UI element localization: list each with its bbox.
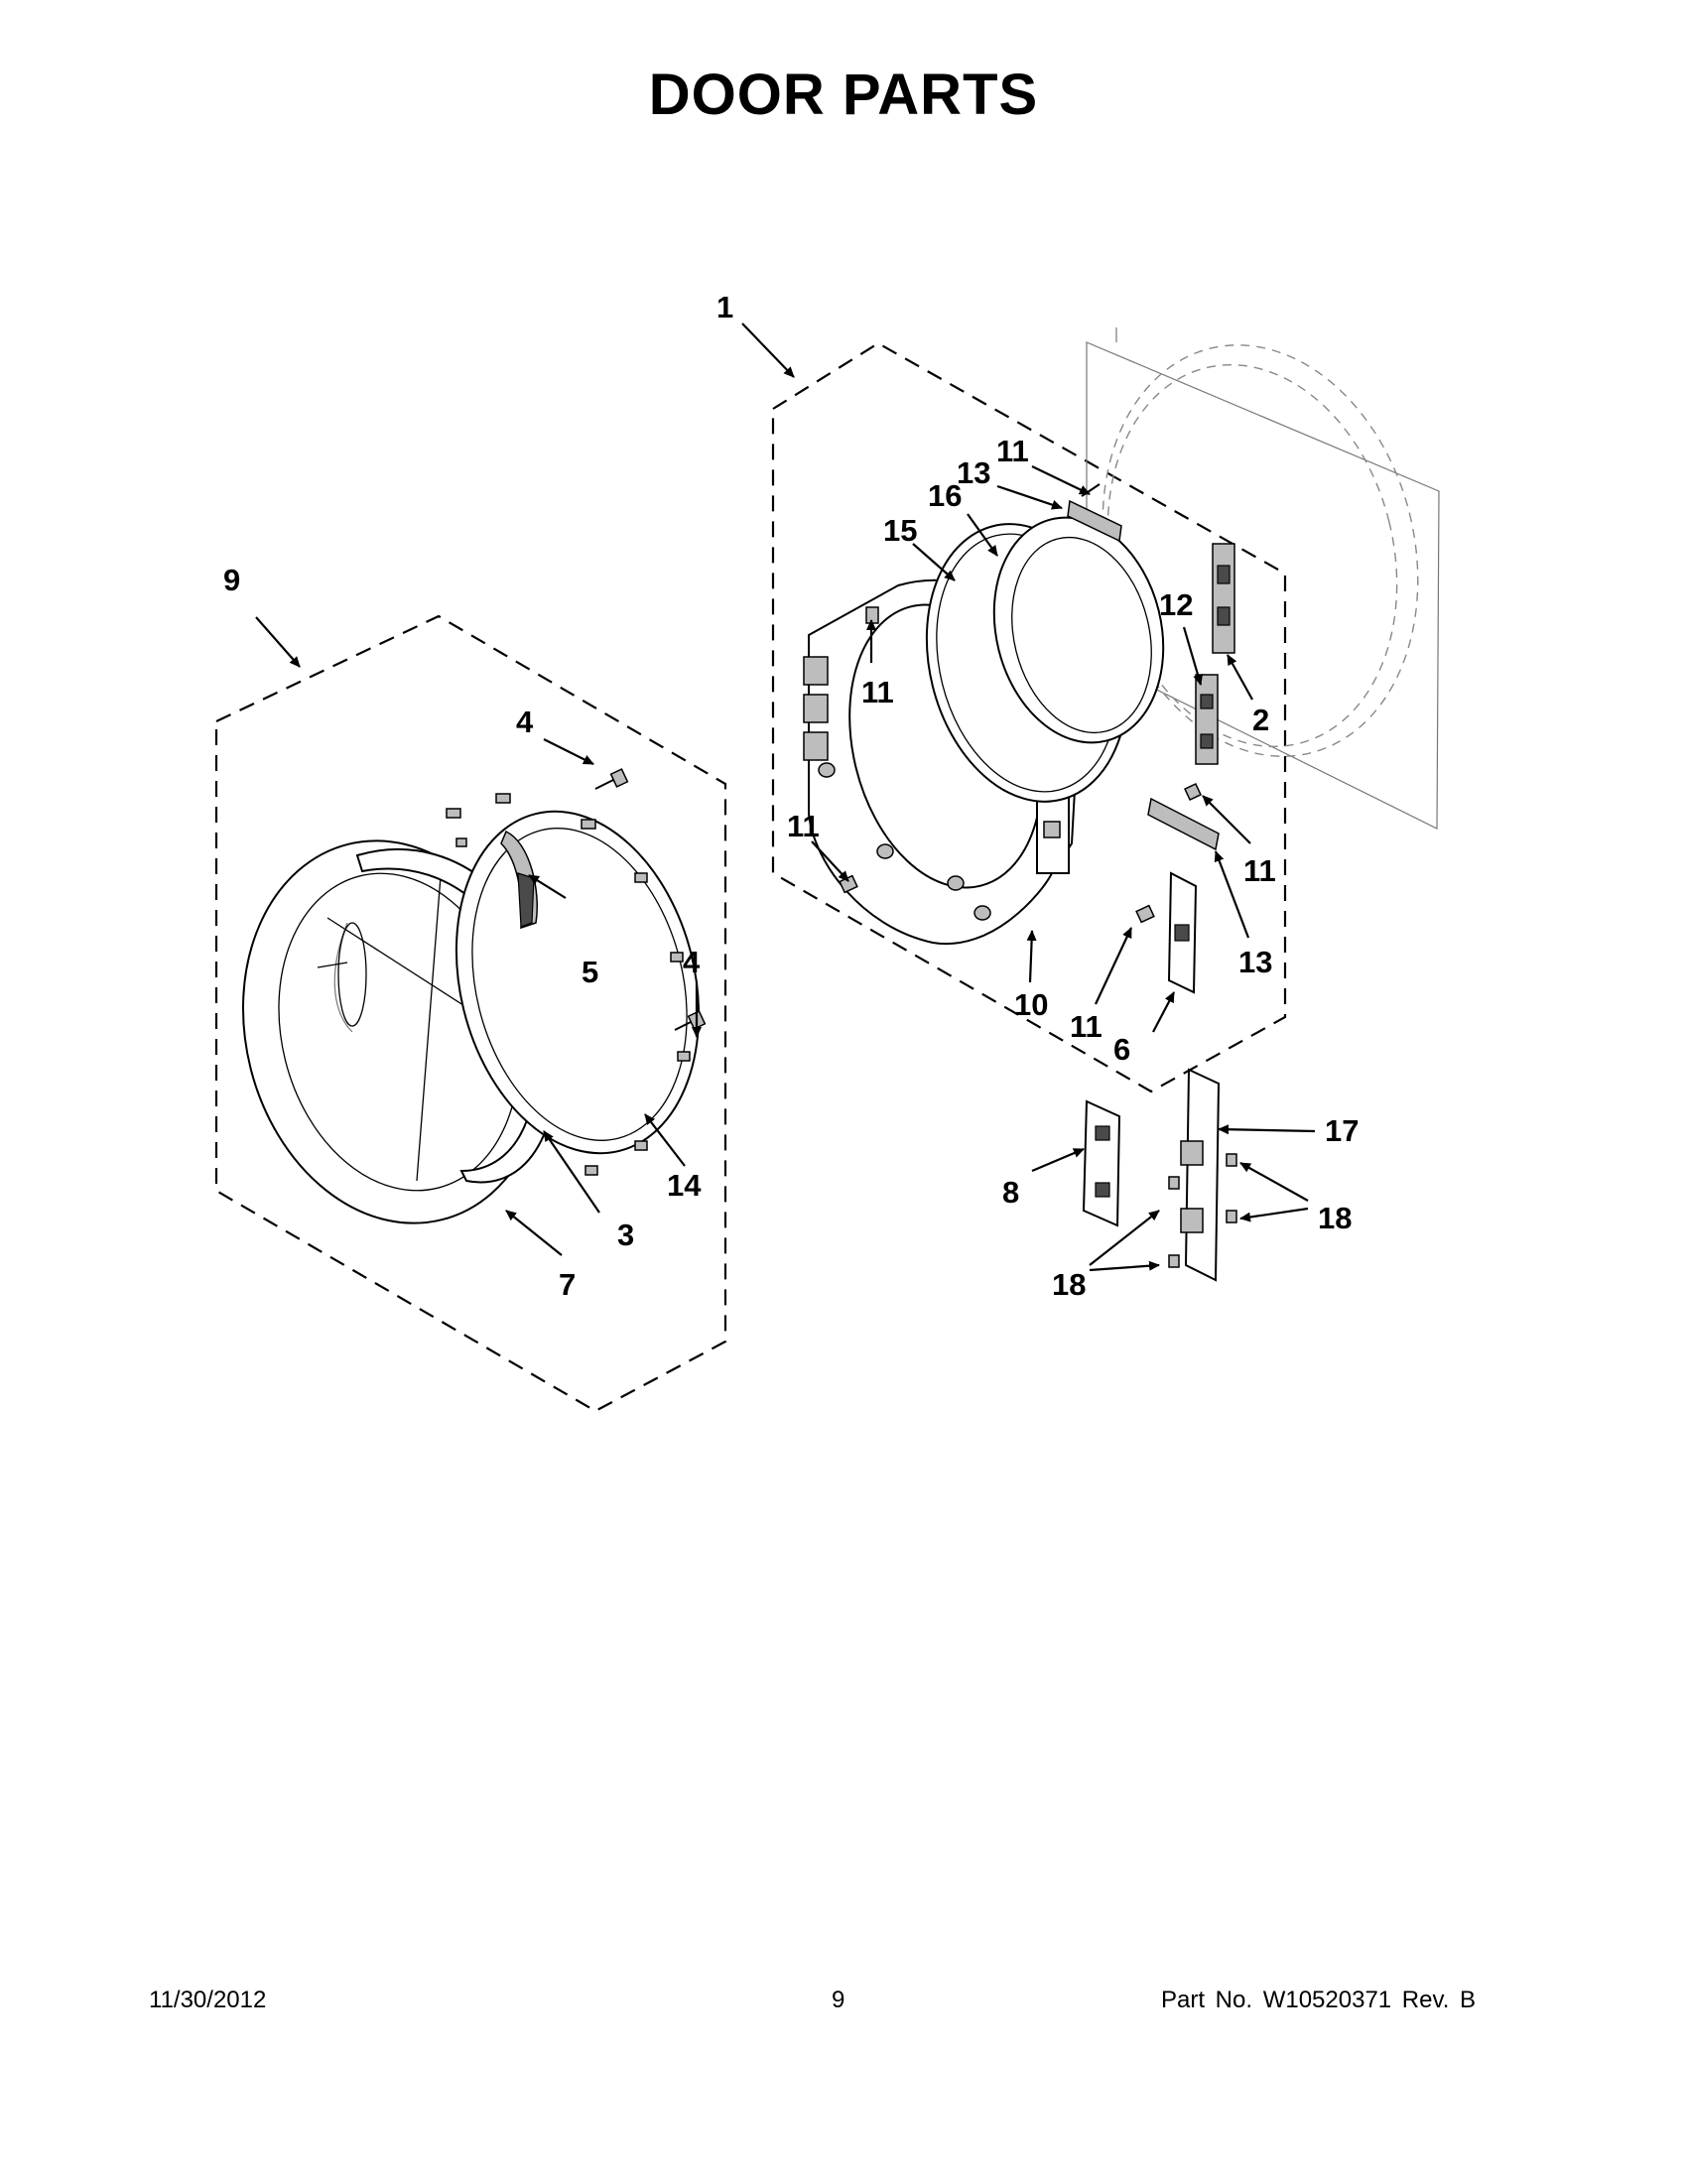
callout-labels: 1 9 4 5 4 14 3 7 11 13 16 15 11 12 2 11 … xyxy=(223,290,1359,1302)
hinge-bracket-17 xyxy=(1180,1068,1221,1282)
callout-12: 12 xyxy=(1159,587,1193,622)
door-latch-plate xyxy=(1167,871,1198,994)
front-panel-assembly-group xyxy=(771,327,1440,1093)
screw-lower-right xyxy=(1184,783,1202,801)
glass-window xyxy=(992,516,1165,744)
callout-17: 17 xyxy=(1325,1113,1359,1148)
door-assembly-group xyxy=(214,614,727,1413)
hinge-plate-8 xyxy=(1082,1099,1121,1227)
door-screw-top xyxy=(594,768,629,790)
callout-5: 5 xyxy=(582,955,598,989)
callout-16: 16 xyxy=(928,478,962,513)
callout-2: 2 xyxy=(1252,703,1269,737)
bushing-group-18 xyxy=(1168,1153,1237,1268)
door-strike xyxy=(1212,543,1235,654)
callout-9: 9 xyxy=(223,563,240,597)
callout-1: 1 xyxy=(716,290,733,324)
page-title: DOOR PARTS xyxy=(648,63,1039,127)
callout-3: 3 xyxy=(617,1218,634,1252)
callout-18-left: 18 xyxy=(1052,1267,1086,1302)
callout-4-top: 4 xyxy=(516,705,534,739)
callout-15: 15 xyxy=(883,513,917,548)
callout-11-right: 11 xyxy=(1243,853,1276,888)
leader-arrows xyxy=(255,322,1316,1272)
callout-18-right: 18 xyxy=(1318,1201,1352,1235)
callout-6: 6 xyxy=(1113,1032,1130,1067)
footer-page-number: 9 xyxy=(832,1987,845,2013)
footer-date: 11/30/2012 xyxy=(149,1987,267,2013)
callout-11-latch: 11 xyxy=(1070,1009,1103,1044)
callout-7: 7 xyxy=(559,1267,576,1302)
callout-13-lower: 13 xyxy=(1238,945,1272,979)
screw-latch xyxy=(1135,904,1155,924)
callout-10: 10 xyxy=(1014,987,1048,1022)
door-retainer-ring xyxy=(446,793,701,1176)
door-assembly-dashed-boundary xyxy=(214,614,727,1413)
callout-11-top: 11 xyxy=(996,434,1029,468)
callout-8: 8 xyxy=(1002,1175,1019,1210)
front-panel-dashed-boundary xyxy=(771,341,1287,1093)
door-hinge xyxy=(1195,674,1219,765)
footer-part-number: Part No. W10520371 Rev. B xyxy=(1161,1987,1477,2013)
callout-11-plate: 11 xyxy=(861,675,894,709)
callout-11-left: 11 xyxy=(787,809,820,843)
upper-hinge-bracket xyxy=(1067,499,1122,543)
lower-hinge-bracket xyxy=(1147,797,1220,851)
callout-4-right: 4 xyxy=(683,945,701,979)
screw-top-right xyxy=(1081,483,1101,497)
callout-13-top: 13 xyxy=(957,455,990,490)
callout-14: 14 xyxy=(667,1168,702,1203)
